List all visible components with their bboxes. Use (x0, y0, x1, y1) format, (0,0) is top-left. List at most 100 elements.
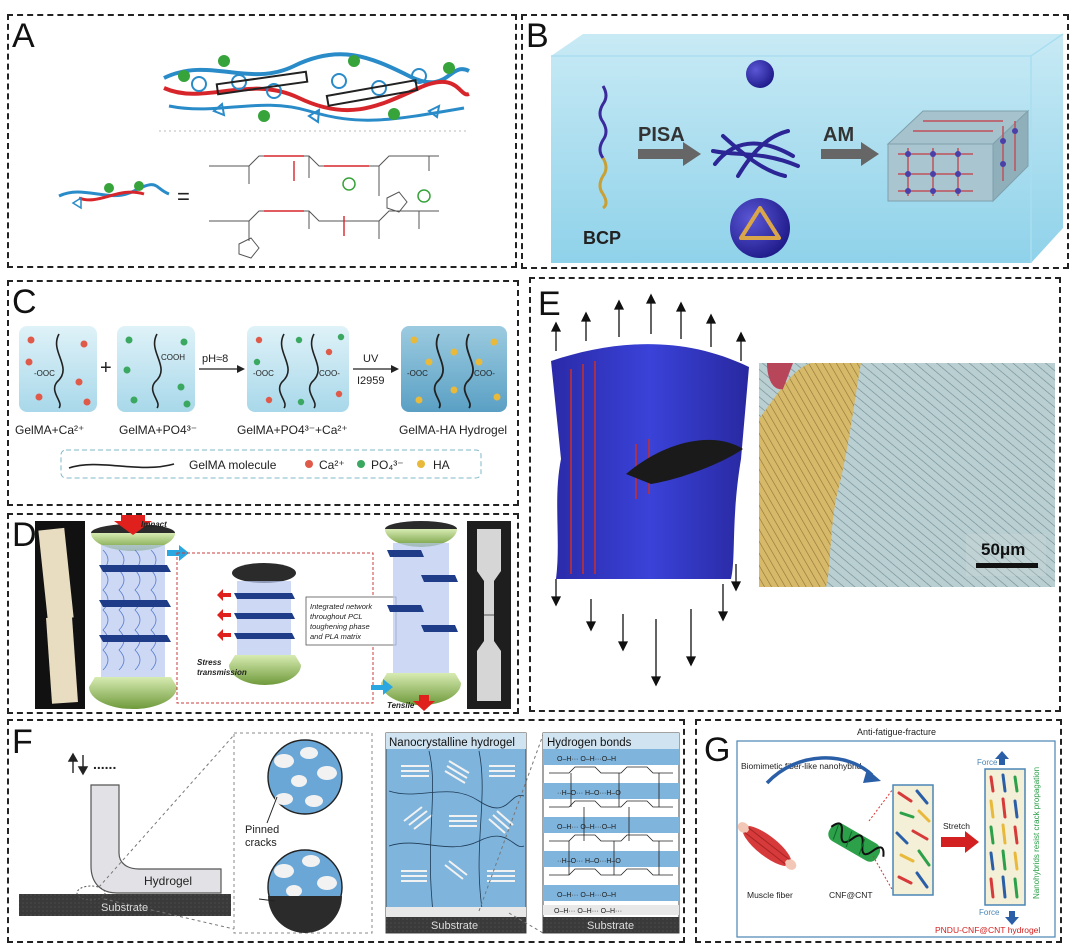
scale-bar-label: 50μm (981, 540, 1025, 559)
hb-substrate-label: Substrate (587, 920, 634, 932)
tension-arrows-bottom (550, 564, 742, 687)
svg-text:=: = (177, 184, 190, 209)
stretch-arrow (941, 831, 979, 853)
panel-e-label: E (538, 285, 561, 323)
cnf-cnt (828, 822, 885, 862)
panel-a-diagram: = (58, 52, 470, 259)
panel-e: E (529, 277, 1061, 712)
muscle-label: Muscle fiber (747, 890, 793, 900)
vesicle (730, 198, 790, 258)
svg-text:pH≈8: pH≈8 (202, 353, 228, 365)
printed-lattice (886, 109, 1030, 203)
box3-label: GelMA+PO4³⁻+Ca²⁺ (237, 423, 348, 437)
gelma-ha-hydrogel-box (401, 326, 507, 412)
g-caption: PNDU-CNF@CNT hydrogel (935, 925, 1040, 935)
panel-b-label: B (526, 17, 549, 55)
hydrogel-peel (90, 784, 222, 894)
panel-c-diagram: -OOC GelMA+Ca²⁺ + COOH GelMA+PO4³⁻ pH≈8 … (15, 326, 507, 479)
network-note: Integrated network throughout PCL toughe… (310, 602, 374, 641)
substrate (19, 894, 231, 916)
hb-title: Hydrogen bonds (547, 737, 632, 749)
bcp-chain (598, 85, 608, 159)
gelma-po4-box (117, 326, 195, 412)
gelma-po4-ca-box (247, 326, 349, 412)
svg-text:COO-: COO- (319, 369, 340, 378)
panel-e-diagram: 50μm (550, 293, 1055, 687)
scale-bar (976, 563, 1038, 568)
panel-d: D Impact (7, 513, 519, 714)
svg-text:-OOC: -OOC (407, 369, 428, 378)
gelma-ca-box (19, 326, 97, 412)
panel-d-label: D (12, 516, 37, 554)
am-arrow (821, 142, 879, 166)
micelle-sphere (746, 60, 774, 88)
svg-text:HA: HA (433, 458, 450, 472)
bcp-label: BCP (583, 228, 621, 248)
force-bottom-label: Force (979, 908, 1000, 917)
box1-label: GelMA+Ca²⁺ (15, 423, 84, 437)
green-nodes (178, 55, 455, 122)
svg-text:-OOC: -OOC (253, 369, 274, 378)
svg-text:+: + (100, 357, 112, 379)
force-arrow-bottom (1005, 911, 1019, 925)
tensile-label: Tensile (387, 701, 415, 710)
svg-text:COO-: COO- (474, 369, 495, 378)
substrate-label: Substrate (101, 902, 148, 914)
panel-a-label: A (12, 17, 35, 55)
am-label: AM (823, 124, 854, 146)
svg-text:......: ...... (93, 756, 116, 772)
svg-text:O–H··· O–H···O–H: O–H··· O–H···O–H (557, 756, 616, 763)
svg-text:COOH: COOH (161, 353, 185, 362)
panel-a: A = (7, 14, 517, 268)
cnf-label: CNF@CNT (829, 890, 873, 900)
polymer-chain (78, 190, 145, 202)
svg-text:I2959: I2959 (357, 375, 385, 387)
svg-text:Ca²⁺: Ca²⁺ (319, 458, 345, 472)
resist-label: Nanohybrids resist crack propagation (1032, 767, 1041, 899)
panel-b-diagram: BCP PISA AM (551, 33, 1064, 263)
hydrogel-label: Hydrogel (144, 874, 192, 888)
panel-g-label: G (704, 731, 731, 769)
svg-text:··H–O··· H–O···H–O: ··H–O··· H–O···H–O (557, 858, 621, 865)
svg-text:-OOC: -OOC (34, 369, 55, 378)
impact-label: Impact (141, 520, 167, 529)
legend-box (60, 449, 482, 479)
blue-arrow-right (371, 679, 393, 695)
box4-label: GelMA-HA Hydrogel (399, 423, 507, 437)
svg-text:UV: UV (363, 353, 379, 365)
svg-text:O–H··· O–H··· O–H···: O–H··· O–H··· O–H··· (554, 908, 622, 915)
panel-c-label: C (12, 283, 37, 321)
tensile-arrow (413, 695, 435, 711)
muscle-fiber (737, 822, 797, 870)
pisa-arrow (638, 142, 701, 166)
force-arrow-top (995, 751, 1009, 765)
polymer-chain (163, 80, 470, 113)
panel-b: B BCP PISA AM (521, 14, 1069, 269)
stretch-label: Stretch (943, 821, 970, 831)
g-title: Anti-fatigue-fracture (857, 727, 936, 737)
sem-fiber-bundle (759, 363, 861, 587)
polymer-chain (168, 103, 465, 122)
svg-text:PO₄³⁻: PO₄³⁻ (371, 458, 404, 472)
nano-title: Nanocrystalline hydrogel (389, 737, 515, 749)
force-top-label: Force (977, 758, 998, 767)
panel-g: G Anti-fatigue-fracture Biomimetic fiber… (695, 719, 1062, 943)
panel-f-label: F (12, 723, 33, 761)
worm-micelles (711, 129, 800, 178)
svg-text:GelMA molecule: GelMA molecule (189, 458, 277, 472)
svg-text:O–H··· O–H···O–H: O–H··· O–H···O–H (557, 892, 616, 899)
svg-text:··H–O··· H–O···H–O: ··H–O··· H–O···H–O (557, 790, 621, 797)
panel-g-diagram: Anti-fatigue-fracture Biomimetic fiber-l… (736, 727, 1056, 938)
impact-arrow (114, 515, 152, 535)
tension-arrows-top (550, 293, 747, 361)
crack (626, 439, 743, 484)
box2-label: GelMA+PO4³⁻ (119, 423, 197, 437)
chemical-structure (209, 155, 439, 259)
bcp-chain (598, 157, 608, 210)
polymer-chain (163, 52, 470, 85)
